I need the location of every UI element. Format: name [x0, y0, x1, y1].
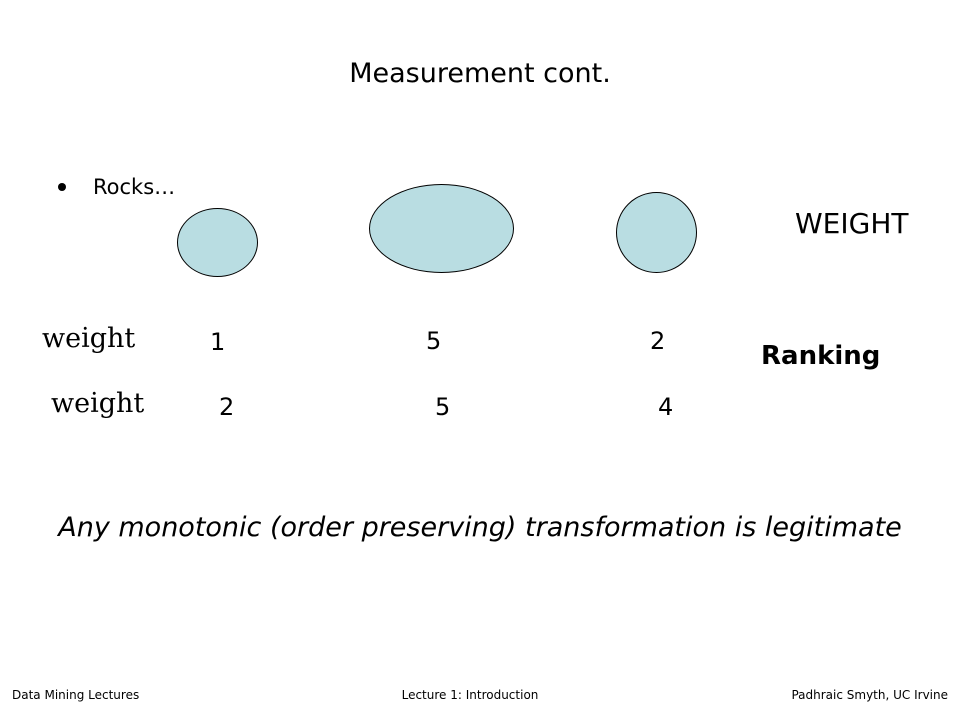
row-2-value-2: 5: [435, 393, 451, 421]
statement-text: Any monotonic (order preserving) transfo…: [58, 512, 902, 543]
row-1-value-2: 5: [426, 327, 442, 355]
footer-right: Padhraic Smyth, UC Irvine: [791, 688, 948, 702]
rock-small: [177, 208, 258, 277]
row-2-value-1: 2: [219, 393, 235, 421]
footer-left: Data Mining Lectures: [12, 688, 140, 702]
rock-large: [369, 184, 514, 273]
slide-title: Measurement cont.: [349, 58, 611, 89]
row-2-value-3: 4: [658, 393, 674, 421]
attribute-label: WEIGHT: [795, 207, 909, 240]
rock-medium: [616, 192, 697, 273]
row-label-2: weight: [51, 388, 145, 419]
bullet-text: Rocks…: [93, 175, 176, 199]
row-1-value-1: 1: [210, 328, 226, 356]
bullet-point: [58, 183, 66, 191]
scale-label: Ranking: [761, 341, 881, 371]
row-1-value-3: 2: [650, 327, 666, 355]
row-label-1: weight: [42, 323, 136, 354]
footer-center: Lecture 1: Introduction: [401, 688, 539, 702]
